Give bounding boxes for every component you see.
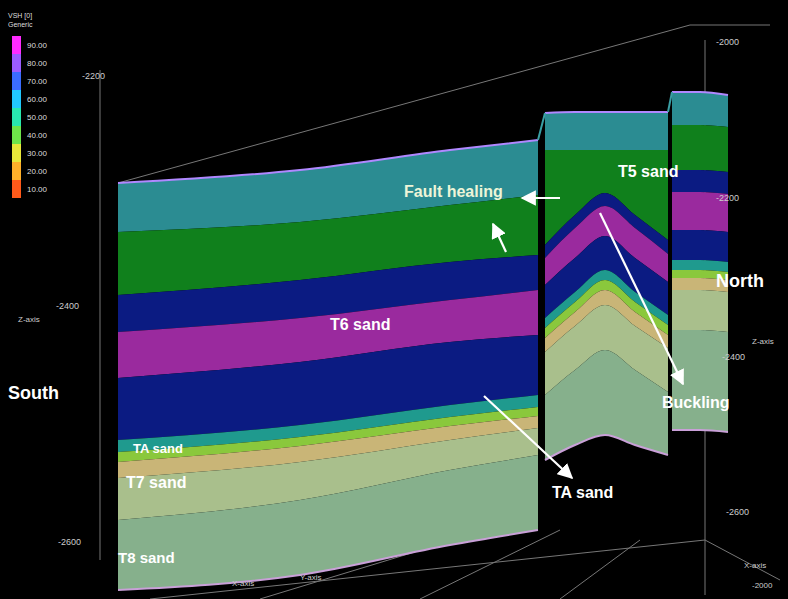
annotation-label: T8 sand bbox=[118, 550, 175, 567]
legend-row: 80.00 bbox=[12, 54, 47, 72]
annotation-label: Z-axis bbox=[18, 316, 40, 325]
annotation-label: -2000 bbox=[716, 38, 739, 48]
legend-value: 70.00 bbox=[27, 77, 47, 86]
annotation-label: VSH [0] bbox=[8, 12, 32, 20]
legend-row: 70.00 bbox=[12, 72, 47, 90]
annotation-label: -2400 bbox=[722, 353, 745, 363]
rock-layer bbox=[545, 112, 668, 150]
legend-value: 20.00 bbox=[27, 167, 47, 176]
annotation-label: Generic bbox=[8, 21, 33, 29]
fault-step bbox=[538, 113, 545, 140]
rock-layer bbox=[672, 170, 728, 194]
legend-value: 50.00 bbox=[27, 113, 47, 122]
base-surface bbox=[545, 435, 668, 460]
rock-layer bbox=[672, 230, 728, 262]
rock-layer bbox=[672, 290, 728, 332]
top-surface bbox=[672, 92, 728, 95]
base-surface bbox=[672, 430, 728, 432]
pointer-arrows bbox=[484, 198, 683, 478]
axis-frame bbox=[100, 25, 780, 599]
annotation-label: Z-axis bbox=[752, 338, 774, 347]
legend-swatch bbox=[12, 90, 21, 108]
annotation-label: Y-axis bbox=[300, 574, 322, 583]
top-surface bbox=[118, 140, 538, 183]
legend-row: 90.00 bbox=[12, 36, 47, 54]
top-surface bbox=[545, 112, 668, 113]
rock-layers bbox=[118, 92, 728, 590]
annotation-label: -2600 bbox=[58, 538, 81, 548]
rock-layer bbox=[545, 350, 668, 460]
legend-value: 40.00 bbox=[27, 131, 47, 140]
fault-step bbox=[668, 92, 672, 112]
annotation-label: T5 sand bbox=[618, 163, 678, 181]
annotation-label: South bbox=[8, 384, 59, 404]
legend-swatch bbox=[12, 144, 21, 162]
annotation-label: X-axis bbox=[232, 580, 254, 589]
annotation-label: -2200 bbox=[716, 194, 739, 204]
annotation-label: T6 sand bbox=[330, 316, 390, 334]
rock-layer bbox=[118, 455, 538, 590]
rock-layer bbox=[672, 92, 728, 127]
annotation-label: Buckling bbox=[662, 394, 730, 412]
legend-swatch bbox=[12, 180, 21, 198]
legend-row: 50.00 bbox=[12, 108, 47, 126]
legend-swatch bbox=[12, 162, 21, 180]
annotation-label: -2400 bbox=[56, 302, 79, 312]
legend-value: 30.00 bbox=[27, 149, 47, 158]
legend-value: 90.00 bbox=[27, 41, 47, 50]
annotation-label: -2200 bbox=[82, 72, 105, 82]
legend-value: 10.00 bbox=[27, 185, 47, 194]
annotation-label: -2600 bbox=[726, 508, 749, 518]
legend-value: 80.00 bbox=[27, 59, 47, 68]
legend-swatch bbox=[12, 72, 21, 90]
base-surface bbox=[118, 530, 538, 590]
legend-swatch bbox=[12, 108, 21, 126]
legend-swatch bbox=[12, 36, 21, 54]
legend-value: 60.00 bbox=[27, 95, 47, 104]
legend-swatch bbox=[12, 54, 21, 72]
annotation-label: North bbox=[716, 272, 764, 292]
annotation-label: Fault healing bbox=[404, 183, 503, 201]
annotation-label: TA sand bbox=[552, 484, 613, 502]
annotation-label: -2000 bbox=[752, 582, 772, 591]
rock-layer bbox=[672, 125, 728, 172]
annotation-label: T7 sand bbox=[126, 474, 186, 492]
legend-swatch bbox=[12, 126, 21, 144]
legend-row: 10.00 bbox=[12, 180, 47, 198]
legend-row: 30.00 bbox=[12, 144, 47, 162]
annotation-label: X-axis bbox=[744, 562, 766, 571]
legend-row: 40.00 bbox=[12, 126, 47, 144]
annotation-label: TA sand bbox=[133, 442, 183, 456]
legend-row: 20.00 bbox=[12, 162, 47, 180]
legend-row: 60.00 bbox=[12, 90, 47, 108]
